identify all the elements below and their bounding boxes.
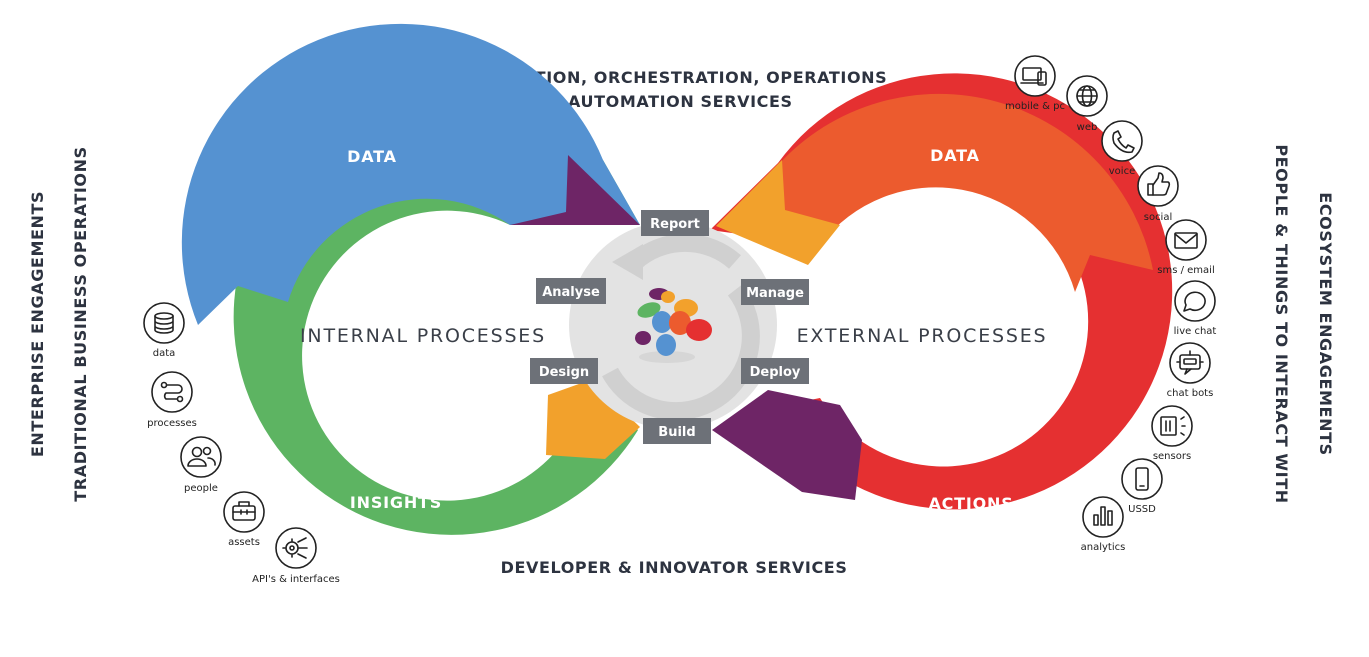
stage-deploy-text: Deploy [750, 365, 801, 380]
left-loop-purple-arrow [510, 155, 640, 225]
left-loop [181, 23, 640, 535]
external-processes-label: EXTERNAL PROCESSES [797, 325, 1048, 347]
right-icon-label: analytics [1081, 542, 1126, 553]
top-heading-line2: & AUTOMATION SERVICES [547, 92, 792, 111]
bottom-heading: DEVELOPER & INNOVATOR SERVICES [501, 558, 848, 577]
right-outer-title: ECOSYSTEM ENGAGEMENTS [1316, 192, 1335, 455]
left-icon-label: API's & interfaces [252, 574, 340, 585]
right-actions-label: ACTIONS [928, 494, 1013, 513]
right-loop-orange-arrow [716, 160, 840, 265]
left-outer-title: ENTERPRISE ENGAGEMENTS [28, 191, 47, 457]
left-loop-orange-arrow [546, 380, 640, 459]
internal-processes-label: INTERNAL PROCESSES [300, 325, 546, 347]
envelope-icon [1165, 219, 1207, 261]
mobile-icon [1121, 458, 1163, 500]
stage-design[interactable]: Design [530, 358, 598, 384]
database-icon [143, 302, 185, 344]
right-icon-label: chat bots [1167, 388, 1214, 399]
stage-build-text: Build [658, 425, 695, 440]
stage-analyse[interactable]: Analyse [536, 278, 606, 304]
thumbs-up-icon [1137, 165, 1179, 207]
left-icon-label: processes [147, 418, 197, 429]
stage-manage[interactable]: Manage [741, 279, 809, 305]
right-icon-label: live chat [1174, 326, 1217, 337]
right-loop-orange-red-segment [716, 93, 1153, 293]
processes-icon [151, 371, 193, 413]
right-icon-label: mobile & pc [1005, 101, 1065, 112]
people-icon [180, 436, 222, 478]
phone-icon [1101, 120, 1143, 162]
left-inner-title: TRADITIONAL BUSINESS OPERATIONS [71, 146, 90, 501]
stage-report[interactable]: Report [641, 210, 709, 236]
left-icon-label: assets [228, 537, 260, 548]
hub-cycle-arc [602, 284, 760, 421]
stage-analyse-text: Analyse [542, 285, 600, 300]
hub-cycle-arc-top [629, 233, 741, 269]
right-data-label: DATA [930, 146, 980, 165]
stage-report-text: Report [650, 217, 700, 232]
left-icon-label: people [184, 483, 218, 494]
right-loop [710, 73, 1173, 510]
bar-chart-icon [1082, 496, 1124, 538]
top-heading-line1: INTEGRATION, ORCHESTRATION, OPERATIONS [453, 68, 888, 87]
globe-icon [1066, 75, 1108, 117]
stage-deploy[interactable]: Deploy [741, 358, 809, 384]
left-icon-label: data [153, 348, 176, 359]
sensor-icon [1151, 405, 1193, 447]
robot-icon [1169, 342, 1211, 384]
right-icon-label: USSD [1128, 504, 1156, 515]
right-icon-label: sensors [1153, 451, 1191, 462]
gear-network-icon [275, 527, 317, 569]
right-icon-label: voice [1109, 166, 1135, 177]
stage-build[interactable]: Build [643, 418, 711, 444]
right-icon-label: sms / email [1157, 265, 1214, 276]
briefcase-icon [223, 491, 265, 533]
left-loop-blue-segment [181, 23, 640, 326]
chat-bubble-icon [1174, 280, 1216, 322]
hub-cycle-arrowhead [612, 244, 643, 280]
left-data-label: DATA [347, 147, 397, 166]
left-insights-label: INSIGHTS [350, 493, 442, 512]
central-hub [569, 221, 777, 429]
right-inner-title: PEOPLE & THINGS TO INTERACT WITH [1272, 144, 1291, 503]
right-icon-label: web [1077, 122, 1098, 133]
devices-icon [1014, 55, 1056, 97]
stage-design-text: Design [539, 365, 589, 380]
right-loop-purple-arrow [712, 390, 862, 500]
stage-manage-text: Manage [746, 286, 804, 301]
logo-blobs-icon [635, 288, 712, 363]
right-icon-label: social [1144, 212, 1173, 223]
